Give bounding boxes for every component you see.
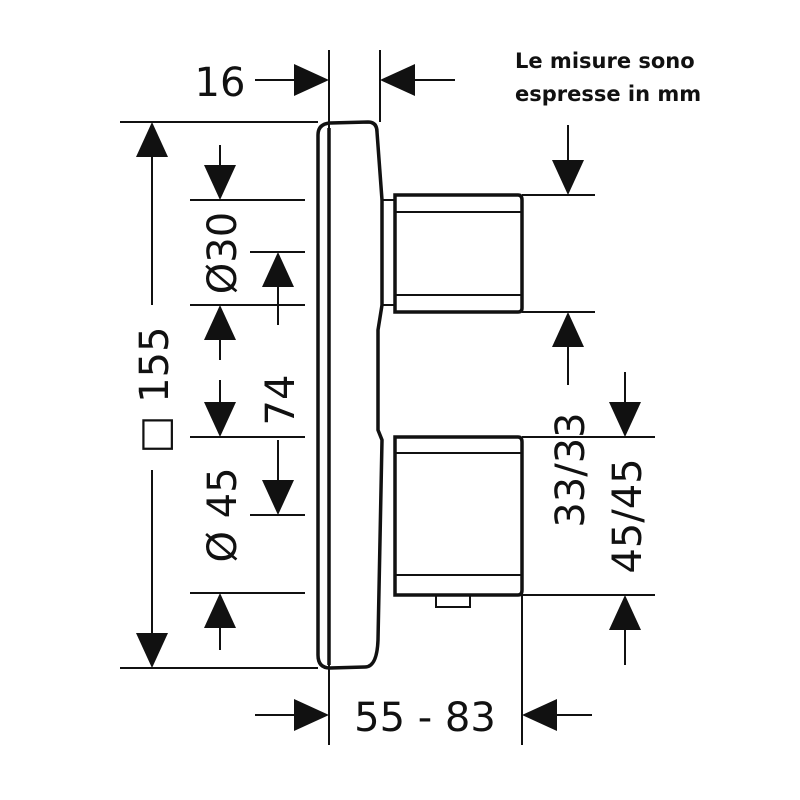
lower-knob [393, 435, 524, 608]
dimension-155-label: □ 155 [132, 327, 178, 454]
dimension-74: 74 [258, 252, 304, 515]
dimension-16-label: 16 [195, 60, 246, 106]
units-note-line1: Le misure sono [515, 49, 695, 73]
upper-knob [381, 193, 524, 314]
units-note: Le misure sono espresse in mm [515, 49, 701, 106]
dimension-55-83: 55 - 83 [255, 695, 592, 741]
extension-lines [120, 50, 655, 745]
units-note-line2: espresse in mm [515, 82, 701, 106]
dimension-33-33: 33/33 [548, 125, 594, 528]
dimension-d45-label: Ø 45 [200, 467, 246, 562]
dimension-33-33-label: 33/33 [548, 412, 594, 527]
dimension-55-83-label: 55 - 83 [354, 695, 496, 741]
dimension-45-45-label: 45/45 [605, 458, 651, 573]
dimension-16: 16 [195, 60, 455, 106]
dimension-155: □ 155 [132, 122, 178, 668]
dimension-45-45: 45/45 [605, 372, 651, 665]
dimension-d30-label: Ø30 [200, 212, 246, 294]
dimension-74-label: 74 [258, 375, 304, 426]
dimension-d45: Ø 45 [200, 380, 246, 650]
dimension-d30: Ø30 [200, 145, 246, 360]
cover-plate [316, 120, 384, 670]
